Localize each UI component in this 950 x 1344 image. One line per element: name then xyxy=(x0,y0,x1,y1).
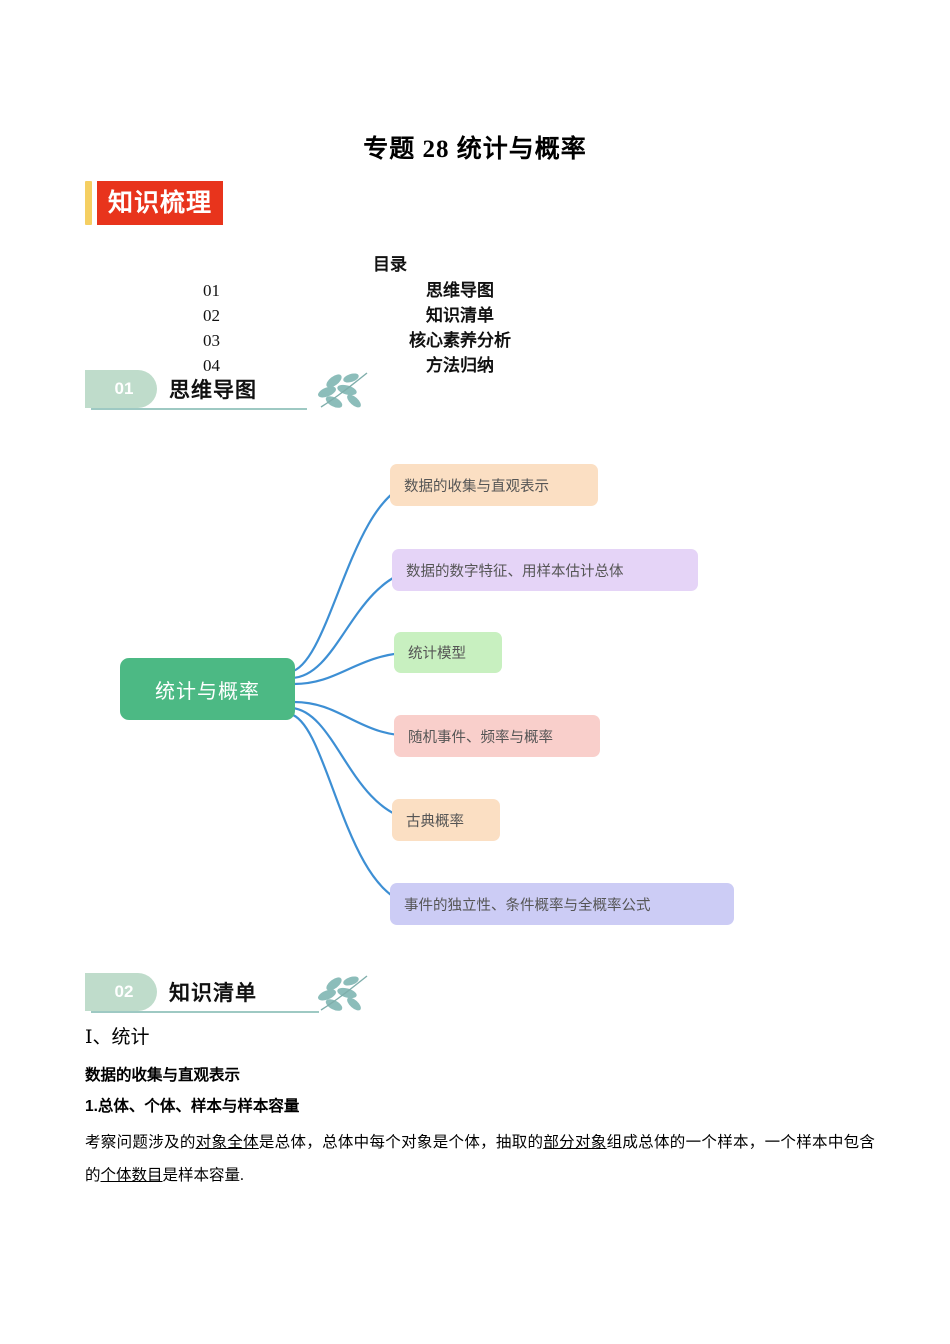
toc-row[interactable]: 02 知识清单 xyxy=(175,303,595,328)
paragraph-text: 是样本容量. xyxy=(162,1167,244,1184)
paragraph-text: 考察问题涉及的 xyxy=(85,1134,196,1151)
section-header-02: 02 知识清单 xyxy=(85,973,368,1013)
knowledge-review-badge: 知识梳理 xyxy=(85,181,224,225)
underlined-term-1: 对象全体 xyxy=(195,1134,259,1151)
toc-number: 02 xyxy=(203,306,220,325)
leaf-sprig-icon xyxy=(307,974,385,1019)
toc-row[interactable]: 01 思维导图 xyxy=(175,278,595,303)
underlined-term-3: 个体数目 xyxy=(100,1167,163,1184)
content-paragraph: 考察问题涉及的对象全体是总体，总体中每个对象是个体，抽取的部分对象组成总体的一个… xyxy=(85,1126,875,1192)
content-roman-heading: Ⅰ、统计 xyxy=(85,1027,150,1048)
mindmap-node-5[interactable]: 古典概率 xyxy=(392,799,500,841)
toc-number: 04 xyxy=(203,356,220,375)
content-sub-heading: 数据的收集与直观表示 xyxy=(85,1067,241,1084)
paragraph-text: 组成总体的一个样本，一个样本中包含的 xyxy=(85,1134,875,1184)
paragraph-text: 是总体，总体中每个对象是个体，抽取的 xyxy=(258,1134,544,1151)
section-header-01: 01 思维导图 xyxy=(85,370,368,410)
knowledge-review-label: 知识梳理 xyxy=(97,181,224,225)
section-title: 知识清单 xyxy=(169,982,257,1005)
toc-number: 01 xyxy=(203,281,220,300)
mindmap-node-3[interactable]: 统计模型 xyxy=(394,632,502,673)
section-title: 思维导图 xyxy=(169,379,257,402)
mindmap-node-2[interactable]: 数据的数字特征、用样本估计总体 xyxy=(392,549,698,591)
toc-label: 方法归纳 xyxy=(426,356,494,375)
toc-label: 核心素养分析 xyxy=(409,331,511,350)
mindmap-node-4[interactable]: 随机事件、频率与概率 xyxy=(394,715,600,757)
table-of-contents: 目录 01 思维导图 02 知识清单 03 核心素养分析 04 方法归纳 xyxy=(175,250,595,378)
section-rule xyxy=(91,1011,319,1013)
mindmap-node-1[interactable]: 数据的收集与直观表示 xyxy=(390,464,598,506)
toc-row[interactable]: 03 核心素养分析 xyxy=(175,328,595,353)
underlined-term-2: 部分对象 xyxy=(543,1134,607,1151)
toc-row[interactable]: 04 方法归纳 xyxy=(175,353,595,378)
leaf-sprig-icon xyxy=(307,371,385,416)
page-title: 专题 28 统计与概率 xyxy=(363,136,587,163)
mindmap-diagram: 统计与概率 数据的收集与直观表示 数据的数字特征、用样本估计总体 统计模型 随机… xyxy=(100,440,800,940)
accent-bar-icon xyxy=(85,181,92,225)
section-number-badge: 02 xyxy=(85,973,157,1011)
toc-label: 知识清单 xyxy=(426,306,494,325)
mindmap-root-node[interactable]: 统计与概率 xyxy=(120,658,295,720)
mindmap-node-6[interactable]: 事件的独立性、条件概率与全概率公式 xyxy=(390,883,734,925)
toc-heading: 目录 xyxy=(373,255,407,274)
section-rule xyxy=(91,408,307,410)
toc-label: 思维导图 xyxy=(426,281,494,300)
toc-number: 03 xyxy=(203,331,220,350)
section-number-badge: 01 xyxy=(85,370,157,408)
content-item-heading: 1.总体、个体、样本与样本容量 xyxy=(85,1098,300,1115)
